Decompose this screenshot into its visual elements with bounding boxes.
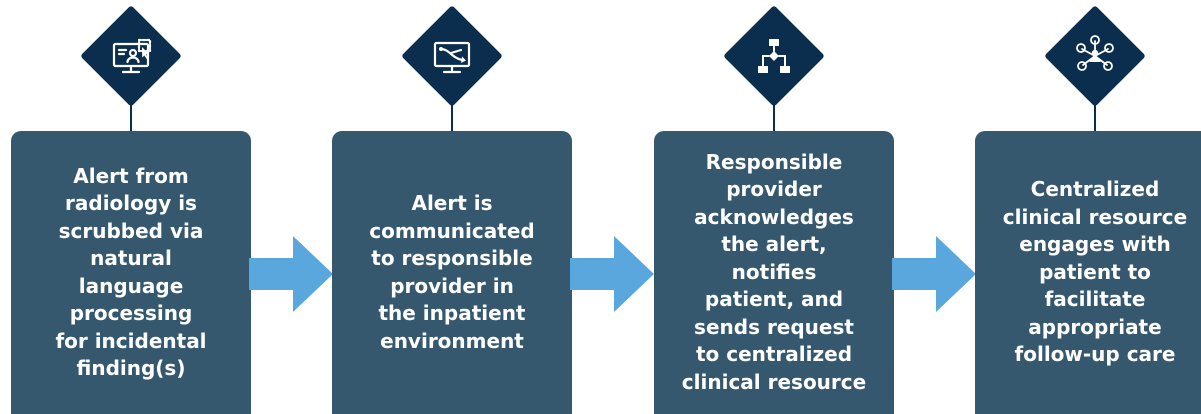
step-4-connector — [1094, 104, 1096, 132]
step-2-badge — [401, 5, 503, 107]
step-2: Alert is communicated to responsible pro… — [332, 0, 572, 414]
step-2-connector — [451, 104, 453, 132]
step-1-badge — [80, 5, 182, 107]
monitor-flow-icon — [433, 41, 471, 74]
flowchart-icon — [758, 39, 790, 73]
step-1-text: Alert from radiology is scrubbed via nat… — [55, 163, 207, 381]
step-1-box: Alert from radiology is scrubbed via nat… — [11, 131, 251, 414]
arrow-2 — [570, 236, 654, 312]
step-1: Alert from radiology is scrubbed via nat… — [11, 0, 251, 414]
step-3-badge — [723, 5, 825, 107]
step-3: Responsible provider acknowledges the al… — [654, 0, 894, 414]
step-4-box: Centralized clinical resource engages wi… — [975, 131, 1201, 414]
arrow-1 — [249, 236, 333, 312]
network-people-icon — [1076, 35, 1114, 71]
step-2-text: Alert is communicated to responsible pro… — [369, 191, 535, 353]
computer-user-select-icon — [112, 38, 152, 74]
arrow-3 — [892, 236, 976, 312]
step-4-badge — [1044, 5, 1146, 107]
step-4: Centralized clinical resource engages wi… — [975, 0, 1201, 414]
step-4-text: Centralized clinical resource engages wi… — [1002, 177, 1188, 367]
step-3-box: Responsible provider acknowledges the al… — [654, 131, 894, 414]
step-1-connector — [130, 104, 132, 132]
step-2-box: Alert is communicated to responsible pro… — [332, 131, 572, 414]
step-3-connector — [773, 104, 775, 132]
step-3-text: Responsible provider acknowledges the al… — [681, 149, 867, 394]
